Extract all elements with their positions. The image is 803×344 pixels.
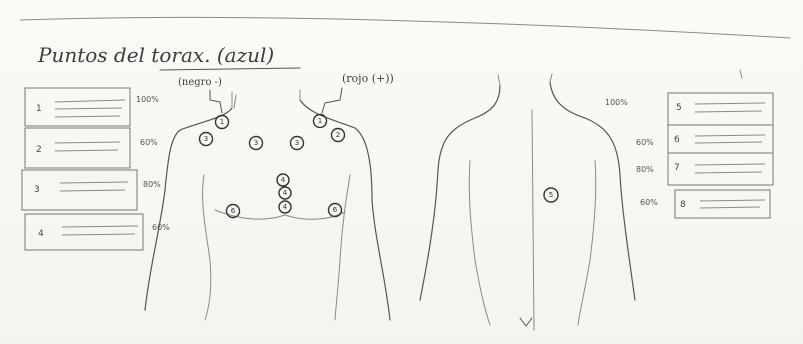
left-label-boxes: 1 100% 2 60% 3 80% 4 60% — [21, 87, 170, 251]
svg-text:1: 1 — [220, 118, 224, 126]
right-lead-label: (rojo (+)) — [342, 72, 394, 85]
left-box-4-number: 4 — [38, 229, 44, 239]
right-box-2-percent: 60% — [636, 138, 654, 147]
svg-text:3: 3 — [295, 139, 299, 147]
title-underline — [159, 67, 301, 71]
left-box-4-percent: 60% — [152, 223, 170, 232]
left-box-2: 2 60% — [24, 127, 158, 169]
front-markers: 1 1 3 3 3 2 4 4 — [198, 113, 346, 219]
left-box-1: 1 100% — [24, 87, 159, 127]
svg-text:6: 6 — [333, 206, 338, 214]
left-box-1-number: 1 — [36, 104, 42, 114]
diagram-title: Puntos del torax. (azul) — [37, 43, 274, 67]
right-box-4-percent: 60% — [640, 198, 658, 207]
left-box-1-percent: 100% — [136, 95, 159, 104]
marker-4-c: 4 — [278, 200, 292, 214]
svg-text:2: 2 — [336, 131, 340, 139]
svg-text:5: 5 — [549, 191, 553, 199]
left-box-4: 4 60% — [24, 213, 170, 251]
right-box-3-percent: 80% — [636, 165, 654, 174]
marker-5-back: 5 — [543, 187, 559, 203]
right-label-boxes: 100% 5 60% 6 80% 7 60% 8 — [605, 92, 774, 219]
marker-6-right: 6 — [327, 202, 343, 218]
marker-3-b: 3 — [248, 135, 264, 151]
left-box-3: 3 80% — [21, 169, 161, 211]
right-box-2: 60% 6 — [636, 124, 774, 154]
svg-text:3: 3 — [204, 135, 208, 143]
right-box-1: 100% 5 — [605, 92, 774, 126]
marker-2: 2 — [330, 127, 346, 143]
svg-text:4: 4 — [283, 189, 288, 197]
marker-1-right: 1 — [312, 113, 328, 129]
back-torso-outline — [419, 73, 636, 331]
marker-3-a: 3 — [198, 131, 214, 147]
right-box-4-number: 8 — [680, 200, 686, 210]
right-box-3-number: 7 — [674, 163, 680, 173]
right-box-2-number: 6 — [674, 135, 680, 145]
svg-text:1: 1 — [318, 117, 322, 125]
marker-6-left: 6 — [225, 203, 241, 219]
svg-text:6: 6 — [231, 207, 236, 215]
marker-1-left: 1 — [214, 114, 230, 130]
left-box-3-number: 3 — [34, 185, 40, 195]
svg-text:3: 3 — [254, 139, 258, 147]
marker-4-b: 4 — [278, 186, 292, 200]
right-box-1-percent: 100% — [605, 98, 628, 107]
right-box-1-number: 5 — [676, 103, 682, 113]
left-box-3-percent: 80% — [143, 180, 161, 189]
left-lead-label: (negro -) — [178, 77, 222, 88]
svg-text:4: 4 — [281, 176, 286, 184]
right-box-3: 80% 7 — [636, 152, 774, 186]
marker-4-a: 4 — [276, 173, 290, 187]
svg-text:4: 4 — [283, 203, 288, 211]
marker-3-c: 3 — [289, 135, 305, 151]
right-box-4: 60% 8 — [640, 189, 771, 219]
paper-edge-line — [19, 16, 791, 39]
front-torso-outline — [144, 89, 391, 321]
left-box-2-number: 2 — [36, 145, 42, 155]
left-box-2-percent: 60% — [140, 138, 158, 147]
